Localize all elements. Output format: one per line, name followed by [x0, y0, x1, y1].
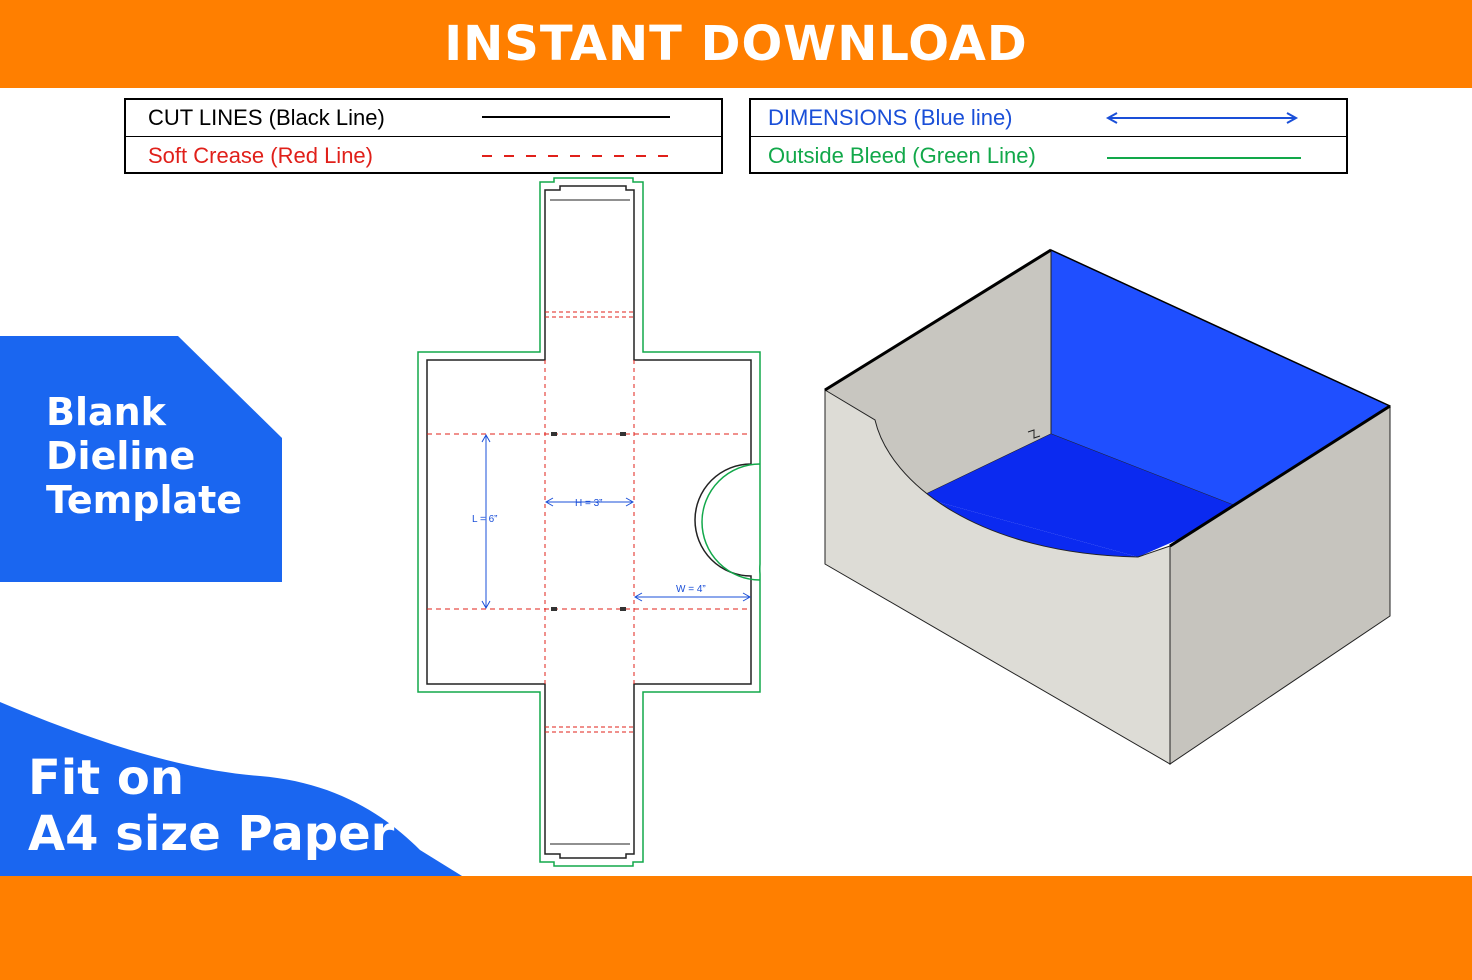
fit-line-2: A4 size Paper	[28, 806, 395, 862]
card-line-2: Dieline	[46, 434, 196, 478]
legend-row-crease: Soft Crease (Red Line)	[126, 137, 721, 174]
dimension-arrow-sample	[1105, 112, 1299, 124]
fit-on-a4-text: Fit on A4 size Paper	[28, 750, 394, 862]
card-line-1: Blank	[46, 390, 166, 434]
legend-row-dimensions: DIMENSIONS (Blue line)	[751, 100, 1346, 137]
bleed-outline	[417, 177, 761, 867]
bottom-banner	[0, 876, 1472, 980]
box-3d-illustration	[824, 248, 1391, 765]
box-front-left-wall	[824, 389, 1171, 765]
bleed-line-sample	[1107, 157, 1301, 159]
legend-left: CUT LINES (Black Line) Soft Crease (Red …	[124, 98, 723, 174]
banner-title: INSTANT DOWNLOAD	[444, 16, 1028, 72]
blue-wave-shape	[0, 702, 462, 876]
cut-line-sample	[482, 116, 670, 118]
legend-right: DIMENSIONS (Blue line) Outside Bleed (Gr…	[749, 98, 1348, 174]
blue-card-shape	[0, 336, 282, 582]
height-dimension-label: H = 3”	[575, 498, 603, 509]
crease-line-sample	[482, 155, 670, 157]
dimensions-label: DIMENSIONS (Blue line)	[768, 105, 1013, 130]
width-dimension-label: W = 4”	[676, 584, 706, 595]
top-banner: INSTANT DOWNLOAD	[0, 0, 1472, 88]
cut-lines-label: CUT LINES (Black Line)	[148, 105, 385, 130]
outside-bleed-label: Outside Bleed (Green Line)	[768, 142, 1036, 168]
dieline-drawing: L = 6” H = 3” W = 4”	[417, 177, 761, 867]
fit-line-1: Fit on	[28, 750, 185, 806]
legend-row-cut: CUT LINES (Black Line)	[126, 100, 721, 137]
card-text: Blank Dieline Template	[46, 390, 242, 522]
box-inner-floor	[920, 434, 1246, 557]
card-line-3: Template	[46, 478, 243, 522]
length-dimension-label: L = 6”	[472, 514, 497, 525]
blank-dieline-card: Blank Dieline Template	[0, 336, 282, 582]
soft-crease-label: Soft Crease (Red Line)	[148, 142, 373, 168]
legend-row-bleed: Outside Bleed (Green Line)	[751, 137, 1346, 174]
